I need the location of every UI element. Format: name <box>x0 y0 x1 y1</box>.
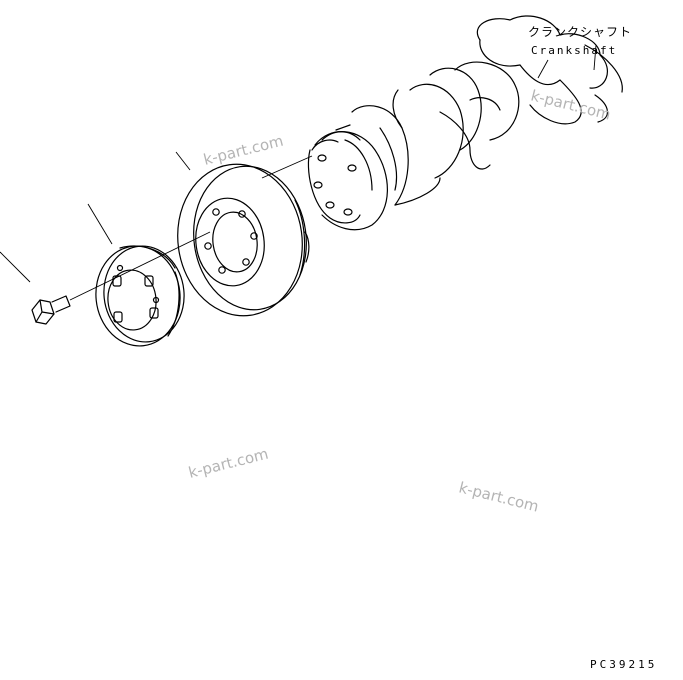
crankshaft-label-japanese: クランクシャフト <box>528 25 632 39</box>
part-leaders <box>0 151 191 283</box>
watermark-text: k-part.com <box>202 132 286 169</box>
mounting-bolt-drawing <box>31 295 71 325</box>
assembly-axis-line <box>69 155 313 301</box>
small-pulley-drawing <box>95 245 185 347</box>
crankshaft-leader <box>537 44 597 79</box>
figure-code: PC39215 <box>590 658 657 671</box>
crankshaft-label-english: Crankshaft <box>531 44 617 57</box>
damper-pulley-drawing <box>177 163 310 317</box>
crankshaft-drawing <box>307 15 623 231</box>
watermark-text: k-part.com <box>187 445 271 482</box>
watermark-text: k-part.com <box>457 478 541 515</box>
